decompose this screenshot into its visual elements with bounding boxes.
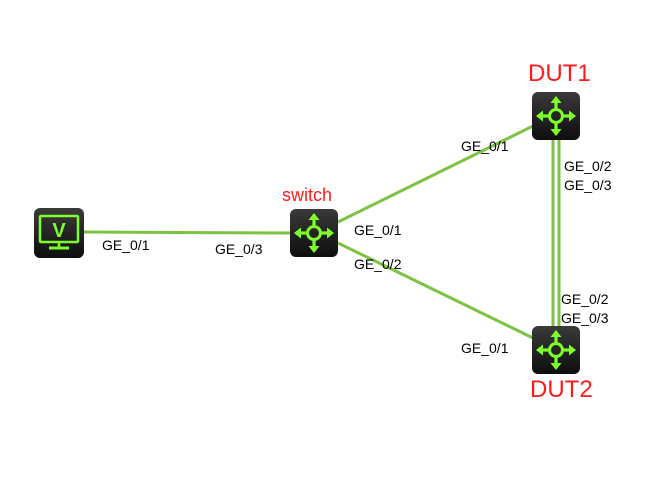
arrow-head <box>536 110 543 122</box>
port-label-dut1-ge01: GE_0/1 <box>461 138 509 154</box>
arrow-head <box>550 96 562 103</box>
port-label-dut1-ge03: GE_0/3 <box>564 177 612 193</box>
router-icon <box>536 330 576 370</box>
monitor-icon <box>38 214 80 250</box>
arrow-head <box>308 213 320 220</box>
device-background <box>532 326 580 374</box>
device-background <box>532 92 580 140</box>
port-label-dut2-ge02: GE_0/2 <box>561 291 609 307</box>
router-icon <box>536 96 576 136</box>
arrow-head <box>569 344 576 356</box>
arrow-head <box>550 129 562 136</box>
device-background <box>290 209 338 257</box>
port-label-switch-ge03: GE_0/3 <box>215 241 263 257</box>
link-pc-switch[interactable] <box>83 230 291 235</box>
link-switch-dut2[interactable] <box>337 241 534 340</box>
arrow-head <box>569 110 576 122</box>
node-label-dut2: DUT2 <box>530 376 593 403</box>
port-label-pc-ge01: GE_0/1 <box>102 237 150 253</box>
node-dut1[interactable] <box>532 92 580 140</box>
router-icon <box>294 213 334 253</box>
port-label-switch-ge01: GE_0/1 <box>354 222 402 238</box>
arrow-head <box>550 363 562 370</box>
node-pc[interactable]: V <box>34 208 84 258</box>
node-dut2[interactable] <box>532 326 580 374</box>
node-label-switch: switch <box>282 185 333 205</box>
arrow-head <box>550 330 562 337</box>
port-label-dut2-ge01: GE_0/1 <box>461 340 509 356</box>
port-label-dut1-ge02: GE_0/2 <box>564 158 612 174</box>
arrow-head <box>536 344 543 356</box>
port-label-dut2-ge03: GE_0/3 <box>561 310 609 326</box>
arrow-head <box>327 227 334 239</box>
monitor-glyph: V <box>52 220 66 242</box>
node-switch[interactable] <box>290 209 338 257</box>
device-background <box>34 208 84 258</box>
node-label-dut1: DUT1 <box>528 60 591 87</box>
links <box>83 124 561 340</box>
link-switch-dut1[interactable] <box>337 124 534 224</box>
arrow-head <box>308 246 320 253</box>
arrow-head <box>294 227 301 239</box>
port-label-switch-ge02: GE_0/2 <box>354 256 402 272</box>
